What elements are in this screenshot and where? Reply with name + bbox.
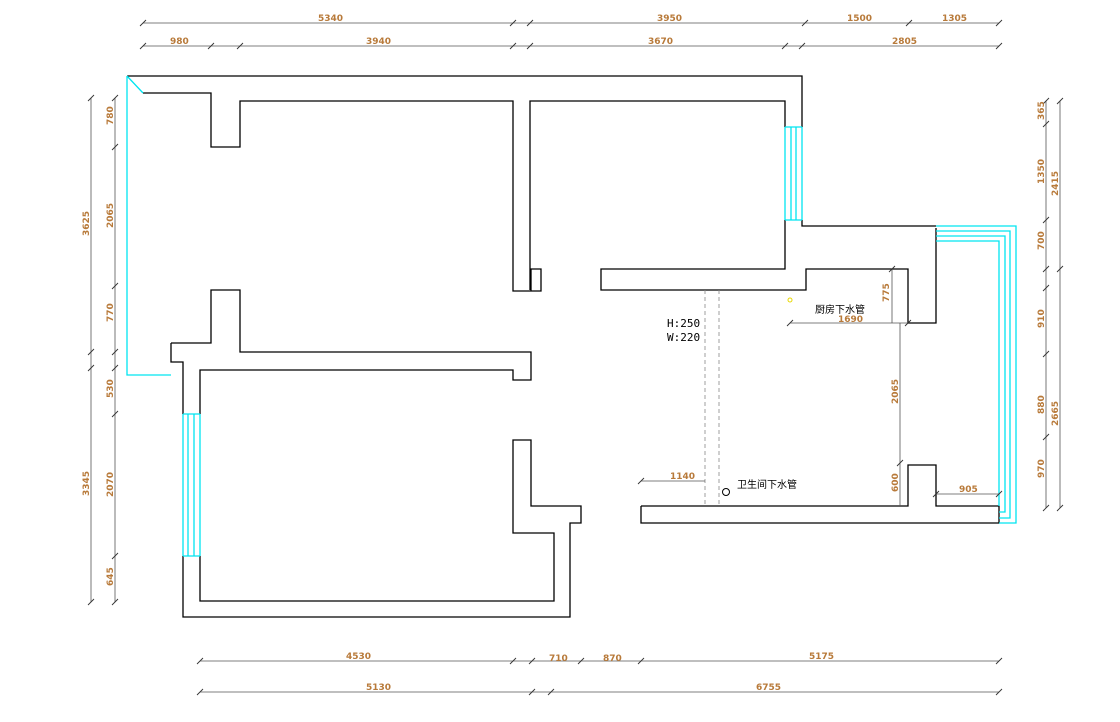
bottom-dim-6: 6755: [756, 683, 781, 693]
wall-top-right-room: [529, 100, 786, 290]
walls: [127, 75, 1000, 618]
left-dim-outer-1: 3625: [82, 211, 92, 236]
right-dimensions: 365 1350 700 910 880 970 2415 2665: [1037, 97, 1064, 512]
bottom-dim-3: 870: [603, 654, 622, 664]
dim-bath-right: 905: [959, 485, 978, 495]
right-dim-inner-2: 1350: [1037, 159, 1047, 184]
wall-right-top: [801, 220, 936, 227]
dim-kitchen-width: 1690: [838, 315, 863, 325]
wall-middle-room-divider: [171, 289, 532, 414]
wall-top-outer: [127, 75, 803, 127]
window-right-bay: [936, 225, 1017, 524]
window-top-right: [784, 126, 803, 221]
right-dim-inner-4: 910: [1037, 309, 1047, 328]
left-dim-inner-1: 780: [106, 106, 116, 125]
wall-bottom-right: [640, 464, 1000, 524]
window-left-lower: [182, 413, 201, 557]
top-dim-4: 1305: [942, 14, 967, 24]
bottom-dim-2: 710: [549, 654, 568, 664]
top-dim-1: 5340: [318, 14, 343, 24]
bottom-dimensions: 4530 710 870 5175 5130 6755: [196, 652, 1003, 696]
top-dim-7: 3670: [648, 37, 673, 47]
windows: [126, 75, 1017, 557]
right-dim-inner-1: 365: [1037, 101, 1047, 120]
right-dim-inner-5: 880: [1037, 395, 1047, 414]
dim-bath-depth: 2065: [891, 379, 901, 404]
left-dim-inner-4: 530: [106, 379, 116, 398]
bottom-dim-5: 5130: [366, 683, 391, 693]
wall-middle: [170, 343, 184, 414]
left-dim-inner-5: 2070: [106, 472, 116, 497]
right-dim-outer-1: 2415: [1051, 171, 1061, 196]
wall-top-left-room: [143, 92, 542, 292]
left-dim-inner-6: 645: [106, 567, 116, 586]
interior-dims: 1690 775 2065 600 905 1140: [637, 265, 1003, 506]
top-dim-5: 980: [170, 37, 189, 47]
top-dim-6: 3940: [366, 37, 391, 47]
beam: [704, 290, 720, 506]
dim-kitchen-depth: 775: [882, 283, 892, 302]
window-left-upper: [126, 76, 171, 376]
wall-bottom-left-outer: [182, 439, 582, 618]
bathroom-drain-icon: [722, 488, 730, 496]
left-dim-outer-2: 3345: [82, 471, 92, 496]
beam-height-label: H:250: [667, 317, 700, 330]
right-dim-inner-6: 970: [1037, 459, 1047, 478]
left-dimensions: 3625 3345 780 2065 770 530 2070 645: [82, 94, 119, 606]
kitchen-drain-label: 厨房下水管: [815, 303, 865, 316]
kitchen-drain-icon: [787, 297, 793, 303]
top-dimensions: 5340 3950 1500 1305 980 3940 3670 2805: [139, 14, 1003, 50]
right-dim-inner-3: 700: [1037, 231, 1047, 250]
bottom-dim-1: 4530: [346, 652, 371, 662]
bathroom-drain-label: 卫生间下水管: [737, 478, 797, 491]
dim-bath-left: 1140: [670, 472, 695, 482]
beam-width-label: W:220: [667, 331, 700, 344]
left-dim-inner-3: 770: [106, 303, 116, 322]
top-dim-8: 2805: [892, 37, 917, 47]
bottom-dim-4: 5175: [809, 652, 834, 662]
right-dim-outer-2: 2665: [1051, 401, 1061, 426]
top-dim-2: 3950: [657, 14, 682, 24]
top-dim-3: 1500: [847, 14, 872, 24]
left-dim-inner-2: 2065: [106, 203, 116, 228]
dim-bath-low: 600: [891, 473, 901, 492]
wall-top-right-room-lower: [600, 220, 937, 324]
